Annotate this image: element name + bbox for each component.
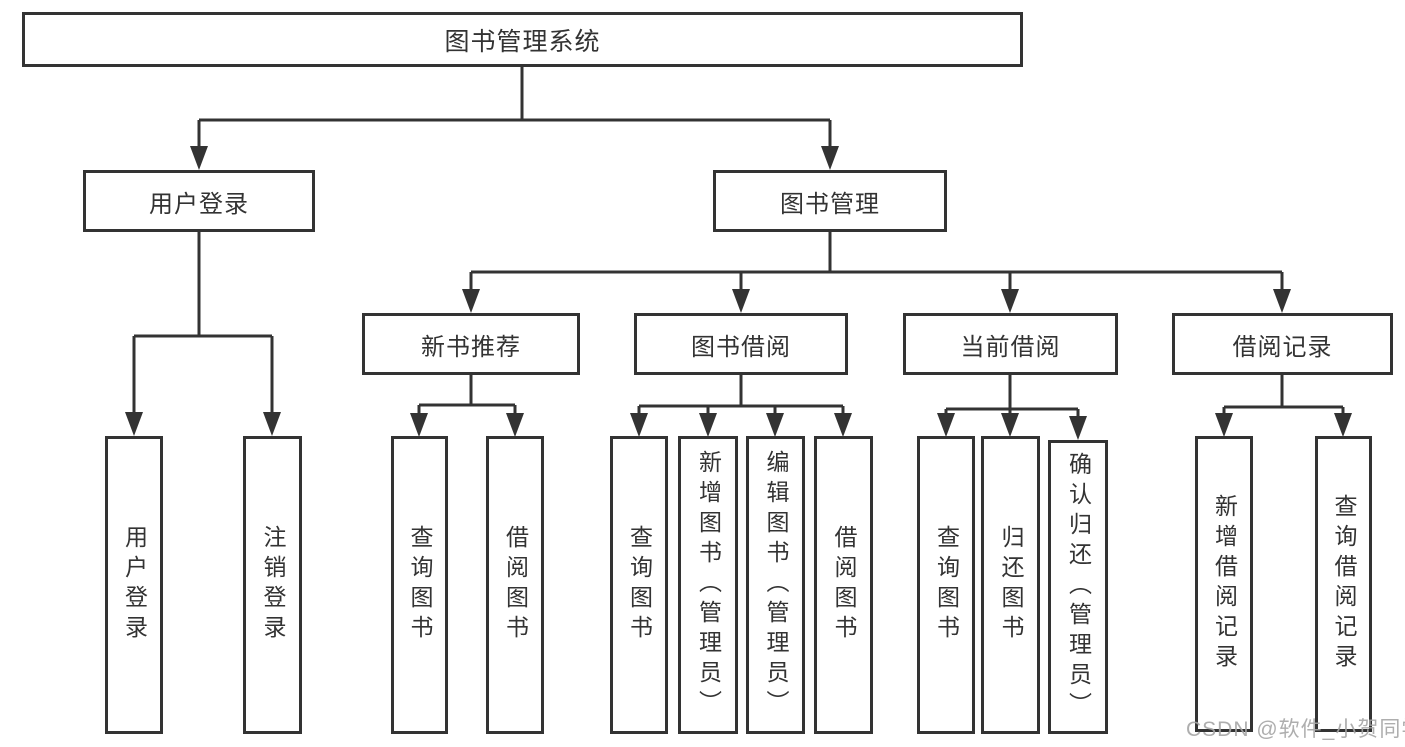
node-label: 确认归还（管理员） (1065, 452, 1092, 722)
node-label: 查询借阅记录 (1331, 494, 1357, 674)
leaf-edit-book-admin: 编辑图书（管理员） (746, 436, 805, 734)
node-label: 用户登录 (121, 525, 148, 645)
node-label: 新增图书（管理员） (695, 450, 722, 720)
leaf-add-book-admin: 新增图书（管理员） (678, 436, 738, 734)
node-label: 借阅图书 (502, 525, 529, 645)
connector-current-borrow (937, 375, 1087, 440)
leaf-confirm-return-admin: 确认归还（管理员） (1048, 440, 1108, 734)
node-new-book-recommend: 新书推荐 (362, 313, 580, 375)
node-book-borrow: 图书借阅 (634, 313, 848, 375)
node-user-login: 用户登录 (83, 170, 315, 232)
leaf-query-book-1: 查询图书 (391, 436, 448, 734)
leaf-query-book-3: 查询图书 (917, 436, 975, 734)
connector-book-management (462, 232, 1291, 313)
leaf-borrow-book-2: 借阅图书 (814, 436, 873, 734)
csdn-watermark: CSDN @软件_小贺同学 (1186, 718, 1405, 741)
node-label: 编辑图书（管理员） (763, 450, 789, 720)
connector-root-to-level2 (190, 67, 839, 170)
node-label: 用户登录 (149, 190, 249, 218)
connector-new-book-recommend (410, 375, 524, 437)
node-label: 查询图书 (626, 525, 653, 645)
node-label: 图书借阅 (691, 333, 791, 361)
node-label: 归还图书 (998, 525, 1024, 645)
leaf-add-borrow-record: 新增借阅记录 (1195, 436, 1253, 732)
node-label: 图书管理系统 (444, 27, 601, 56)
node-label: 当前借阅 (960, 333, 1061, 361)
node-borrow-record: 借阅记录 (1172, 313, 1393, 375)
node-book-management: 图书管理 (713, 170, 947, 232)
node-label: 查询图书 (407, 525, 433, 645)
node-label: 注销登录 (260, 525, 286, 645)
leaf-logout: 注销登录 (243, 436, 302, 734)
node-label: 借阅图书 (831, 525, 857, 645)
leaf-user-login: 用户登录 (105, 436, 163, 734)
connector-book-borrow (630, 375, 852, 437)
node-current-borrow: 当前借阅 (903, 313, 1118, 375)
node-label: 新书推荐 (421, 333, 521, 361)
leaf-return-book: 归还图书 (981, 436, 1040, 734)
leaf-borrow-book-1: 借阅图书 (486, 436, 544, 734)
node-label: 图书管理 (780, 190, 880, 218)
node-label: 借阅记录 (1232, 333, 1333, 361)
connector-user-login (125, 232, 281, 436)
leaf-query-book-2: 查询图书 (610, 436, 668, 734)
leaf-query-borrow-record: 查询借阅记录 (1315, 436, 1372, 732)
node-root-system: 图书管理系统 (22, 12, 1023, 67)
node-label: 查询图书 (933, 525, 960, 645)
node-label: 新增借阅记录 (1211, 494, 1238, 674)
connector-borrow-record (1215, 375, 1352, 437)
